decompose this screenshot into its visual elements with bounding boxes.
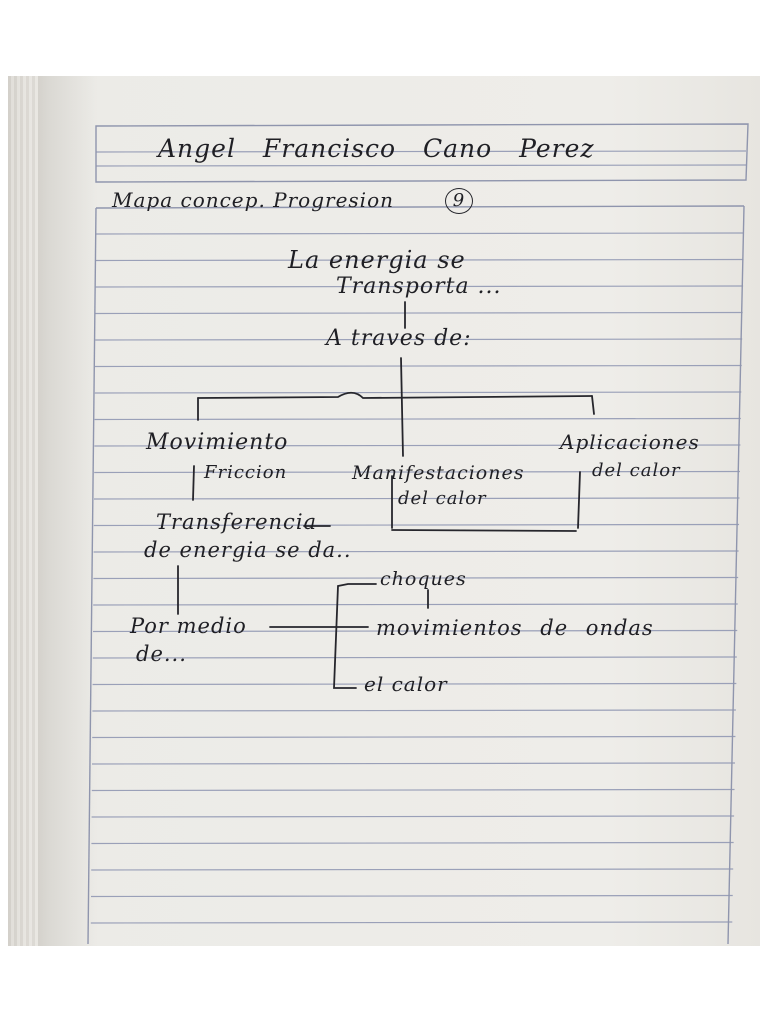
transfer-line1: Transferencia [156, 510, 318, 534]
branch-left-label: Movimiento [146, 430, 289, 455]
ruled-line [90, 921, 733, 924]
ruled-line [94, 470, 740, 474]
ruled-line [95, 338, 743, 341]
root-concept-line1: La energia se [288, 246, 466, 274]
ruled-line [92, 709, 736, 712]
connector-right-sub [577, 471, 581, 529]
branch-left-sublabel: Friccion [204, 462, 288, 483]
ruled-line [91, 788, 735, 792]
page-number-badge: 9 [445, 188, 473, 214]
ruled-line [91, 815, 735, 818]
concept-map-connectors [177, 301, 595, 689]
ruled-lines [87, 123, 749, 945]
ruled-line [91, 868, 734, 871]
header-rule [95, 164, 747, 167]
item-el-calor: el calor [364, 672, 448, 696]
ruled-line [95, 285, 744, 288]
means-line1: Por medio [130, 614, 247, 638]
ruled-line [92, 682, 737, 686]
ruled-line [92, 629, 738, 633]
ruled-line [91, 841, 734, 845]
ruled-line [91, 762, 736, 765]
root-concept-line2: Transporta ... [336, 274, 502, 299]
map-subtitle: Mapa concep. Progresion [112, 188, 395, 212]
ruled-line [94, 444, 741, 447]
ruled-line [95, 258, 744, 262]
ruled-line [94, 417, 741, 421]
connector-label: A traves de: [326, 326, 472, 351]
branch-center-line2: del calor [398, 488, 487, 509]
branch-right-line1: Aplicaciones [560, 430, 700, 454]
connector-label-to-branches [400, 357, 404, 457]
item-choques: choques [380, 568, 467, 590]
notebook-page: Angel Francisco Cano Perez Mapa concep. … [8, 76, 760, 946]
connector-bottom-bar [391, 529, 577, 532]
header-rule [95, 150, 747, 153]
branch-center-line1: Manifestaciones [352, 462, 525, 484]
ruled-line [93, 550, 739, 553]
ruled-line [93, 497, 740, 500]
ruled-line [95, 232, 745, 235]
ruled-line [93, 523, 740, 527]
ruled-line [92, 735, 736, 739]
page-stack-edge [8, 76, 38, 946]
connector-bracket [333, 583, 377, 689]
means-line2: de... [136, 642, 187, 666]
body-box-left [87, 207, 97, 945]
ruled-line [94, 364, 742, 368]
ruled-line [93, 576, 739, 580]
ruled-line [90, 894, 733, 898]
ruled-line [92, 656, 737, 659]
branch-right-line2: del calor [592, 460, 681, 481]
connector-right-drop [591, 395, 595, 415]
connector-left-sub [192, 465, 195, 501]
body-box-top [95, 205, 745, 209]
body-box-right [727, 205, 745, 945]
item-movimientos-de-ondas: movimientos de ondas [376, 616, 654, 640]
page-shadow [38, 76, 98, 946]
ruled-line [95, 311, 743, 315]
student-name: Angel Francisco Cano Perez [158, 134, 595, 163]
ruled-line [94, 391, 742, 394]
connector-branch-bar [197, 391, 593, 399]
header-box [95, 123, 749, 183]
ruled-line [93, 603, 738, 606]
transfer-line2: de energia se da.. [144, 538, 352, 562]
